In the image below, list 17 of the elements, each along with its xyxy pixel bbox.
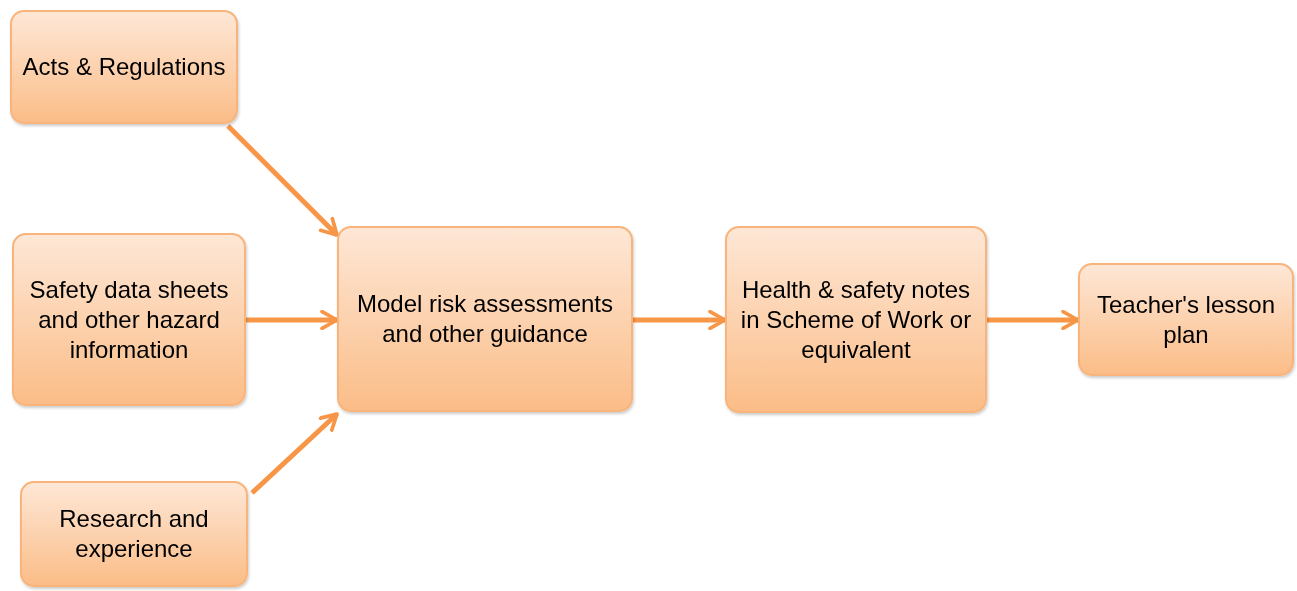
process-box [725,226,987,413]
arrow [250,412,339,495]
process-box [337,226,633,412]
box-label: Teacher's lesson plan [1096,289,1276,350]
box-label: Acts & Regulations [22,52,226,82]
process-box [12,233,246,406]
box-label: Research and experience [58,504,210,564]
arrow [633,309,727,331]
process-box [20,481,248,587]
box-label: Safety data sheets and other hazard information [28,274,230,365]
arrow [987,309,1080,331]
box-label: Health & safety notes in Scheme of Work or equivalent [739,274,973,365]
process-box [1078,263,1294,376]
process-box [10,10,238,124]
arrow [246,309,339,331]
arrow [226,124,339,237]
box-label: Model risk assessments and other guidance [355,289,615,349]
